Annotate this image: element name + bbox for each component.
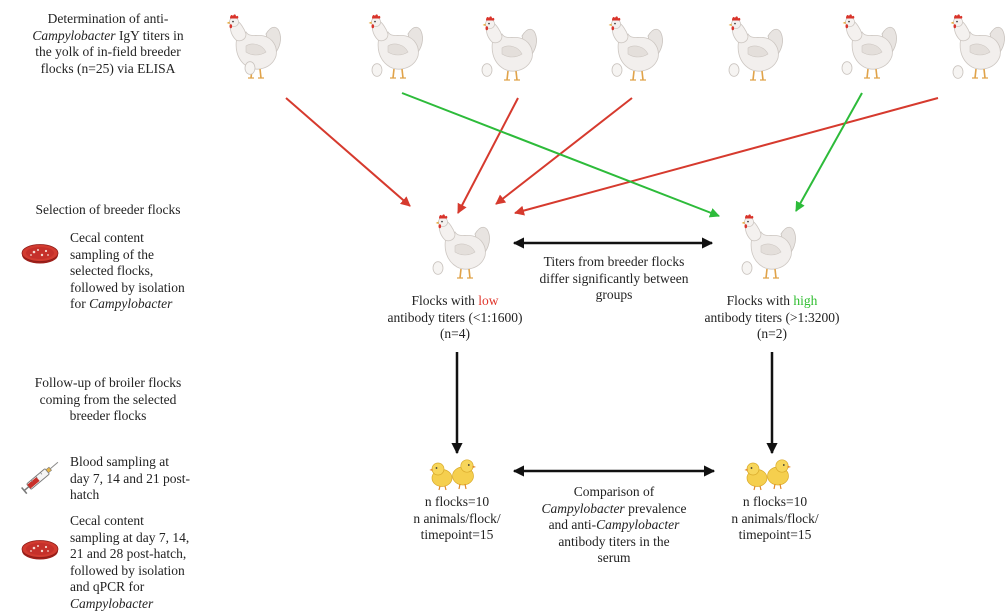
egg-icon [371,63,383,77]
broiler-right-label: n flocks=10 n animals/flock/ timepoint=1… [705,494,845,544]
arrow-high-1 [401,92,720,218]
between-groups-label: Titers from breeder flocks differ signif… [514,254,714,304]
between-groups-line3: groups [595,287,633,302]
italic-campylobacter: Campylobacter [70,595,154,611]
egg-icon [481,63,493,77]
high-keyword: high [793,293,818,308]
between-groups-line1: Titers from breeder flocks [543,254,685,269]
high-group-label: Flocks with high antibody titers (>1:320… [672,293,872,343]
step2-cecal-line1: Cecal content [70,230,144,245]
chick-icon [429,462,453,491]
step3-blood-text: Blood sampling at day 7, 14 and 21 post-… [70,454,230,504]
between-groups-line2: differ significantly between [539,270,689,286]
egg-icon [952,65,964,79]
comparison-line5: serum [597,550,631,565]
step3-cecal-line1: Cecal content [70,513,144,528]
high-group-line1-start: Flocks with [726,293,794,308]
step3-cecal-line4: followed by isolation [70,562,185,578]
step1-line2-rest: IgY titers in [115,27,184,43]
step3-cecal-text: Cecal content sampling at day 7, 14, 21 … [70,513,230,612]
comparison-line4: antibody titers in the [558,533,670,549]
low-group-line3: (n=4) [439,326,471,341]
step2-cecal-line4: followed by isolation [70,279,185,295]
step3-title-line2: coming from the selected [39,391,177,407]
petri-dish-icon [21,244,59,264]
step3-title-line1: Follow-up of broiler flocks [34,375,182,390]
high-group-line1: Flocks with high [672,293,872,310]
egg-icon [741,261,753,275]
step1-line4: flocks (n=25) via ELISA [40,60,176,76]
arrow-low-3 [495,97,633,205]
comparison-line2-rest: prevalence [624,500,687,516]
hen-icon-low-group [434,213,491,279]
step3-blood-line1: Blood sampling at [70,454,169,469]
step1-line2: Campylobacter IgY titers in [0,28,216,45]
egg-icon [432,261,444,275]
broiler-left-line2: n animals/flock/ [413,510,501,526]
chick-icon [767,459,791,490]
egg-icon [244,61,256,75]
low-group-line1: Flocks with low [355,293,555,310]
comparison-label: Comparison of Campylobacter prevalence a… [524,484,704,567]
arrow-low-2 [457,97,519,214]
step3-blood-line2: day 7, 14 and 21 post- [70,470,190,486]
egg-icon [841,61,853,75]
low-group-line2: antibody titers (<1:1600) [387,309,523,325]
step3-cecal-line6: Campylobacter [70,596,230,613]
arrow-high-2 [795,92,863,212]
italic-campylobacter: Campylobacter [32,27,116,43]
egg-icon [611,63,623,77]
low-keyword: low [478,293,499,308]
step3-cecal-line5: and qPCR for [70,579,145,594]
chick-icon [452,459,476,490]
comparison-line3: and anti-Campylobacter [524,517,704,534]
arrow-low-1 [285,97,411,207]
step1-text: Determination of anti- Campylobacter IgY… [0,11,216,77]
comparison-line2: Campylobacter prevalence [524,501,704,518]
syringe-icon [21,461,59,495]
italic-campylobacter: Campylobacter [89,296,173,311]
step3-cecal-line3: 21 and 28 post-hatch, [70,546,187,561]
step2-cecal-line5-start: for [70,296,90,311]
step3-blood-line3: hatch [70,487,100,502]
comparison-line3-start: and anti- [548,517,597,532]
broiler-right-line2: n animals/flock/ [731,510,819,526]
low-group-label: Flocks with low antibody titers (<1:1600… [355,293,555,343]
arrow-low-4 [514,97,939,216]
step3-cecal-line2: sampling at day 7, 14, [70,529,190,545]
step2-cecal-text: Cecal content sampling of the selected f… [70,230,230,313]
chick-icon [744,462,768,491]
step1-line3: the yolk of in-field breeder [35,44,181,59]
egg-icon [728,63,740,77]
comparison-line1: Comparison of [573,484,655,499]
broiler-right-line1: n flocks=10 [742,494,808,509]
petri-dish-icon [21,540,59,560]
broiler-left-label: n flocks=10 n animals/flock/ timepoint=1… [392,494,522,544]
step2-cecal-line2: sampling of the [70,246,154,262]
italic-campylobacter: Campylobacter [541,500,625,516]
step3-title-line3: breeder flocks [69,408,147,423]
step2-cecal-line3: selected flocks, [70,263,154,278]
step1-line1: Determination of anti- [47,11,169,26]
broiler-left-line3: timepoint=15 [420,527,494,542]
high-group-line2: antibody titers (>1:3200) [704,309,840,325]
step3-title: Follow-up of broiler flocks coming from … [0,375,216,425]
broiler-right-line3: timepoint=15 [738,527,812,542]
step2-title: Selection of breeder flocks [35,202,181,217]
italic-campylobacter: Campylobacter [596,517,680,532]
high-group-line3: (n=2) [756,326,788,341]
low-group-line1-start: Flocks with [411,293,479,308]
step2-cecal-line5: for Campylobacter [70,296,230,313]
broiler-left-line1: n flocks=10 [424,494,490,509]
